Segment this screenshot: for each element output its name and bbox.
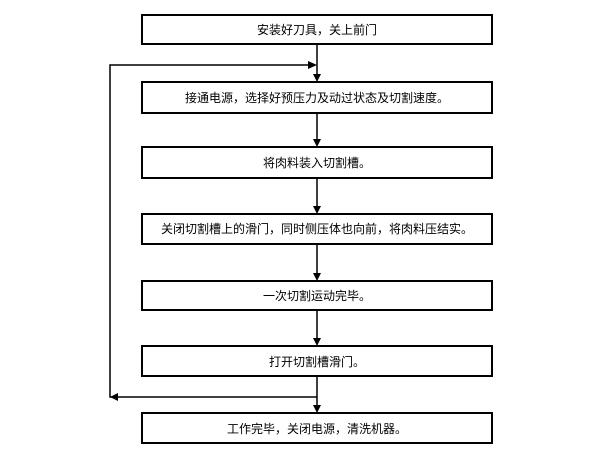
step-4: 关闭切割槽上的滑门，同时侧压体也向前，将肉料压结实。 [141,213,493,245]
step-5-label: 一次切割运动完毕。 [263,288,371,303]
loop-back-start-arrowhead [110,393,118,401]
step-7: 工作完毕，关闭电源，清洗机器。 [141,412,493,444]
step-2: 接通电源，选择好预压力及动过状态及切割速度。 [141,81,493,114]
step-5: 一次切割运动完毕。 [141,280,493,311]
loop-back-connector [109,61,317,401]
step-6: 打开切割槽滑门。 [141,345,493,377]
step-1: 安装好刀具，关上前门 [141,14,493,45]
step-1-label: 安装好刀具，关上前门 [257,22,377,37]
step-connector-4 [313,244,321,281]
step-6-label: 打开切割槽滑门。 [269,354,365,369]
step-2-label: 接通电源，选择好预压力及动过状态及切割速度。 [185,90,449,105]
step-3-label: 将肉料装入切割槽。 [263,155,371,170]
step-connector-5 [313,310,321,346]
step-connector-3 [313,178,321,214]
step-connector-1 [313,44,321,82]
step-3: 将肉料装入切割槽。 [141,146,493,179]
step-connector-6 [313,376,321,413]
step-7-label: 工作完毕，关闭电源，清洗机器。 [227,421,407,436]
loop-back-arrowhead [308,61,317,69]
step-4-label: 关闭切割槽上的滑门，同时侧压体也向前，将肉料压结实。 [161,221,473,236]
step-connector-2 [313,113,321,147]
